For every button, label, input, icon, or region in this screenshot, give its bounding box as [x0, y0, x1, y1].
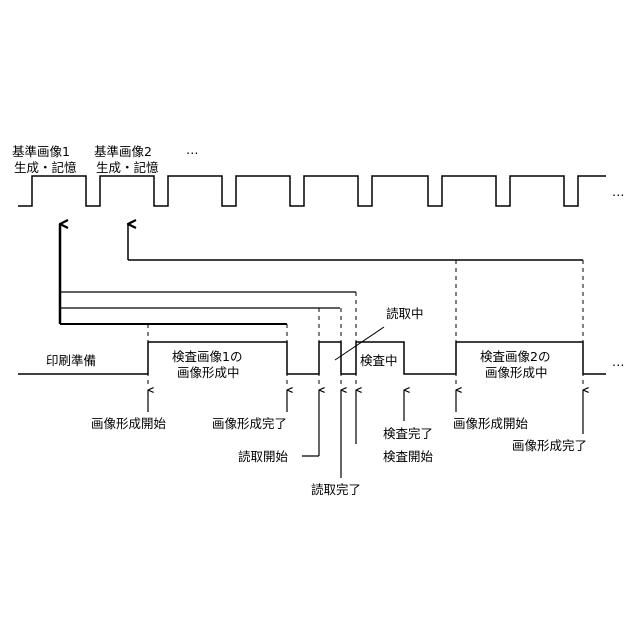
- reference-pulse1-label-line2: 生成・記憶: [14, 160, 77, 175]
- inspect-start-label: 検査開始: [383, 449, 434, 464]
- reference-signal: 基準画像1 生成・記憶 基準画像2 生成・記憶 … …: [12, 142, 625, 206]
- inspection-image1-forming-line1: 検査画像1の: [172, 349, 242, 364]
- reading-callout-label: 読取中: [386, 306, 424, 321]
- reference-end-ellipsis: …: [612, 184, 625, 199]
- inspection-image2-forming-line1: 検査画像2の: [480, 349, 550, 364]
- event-arrows: [148, 390, 583, 478]
- inspect-end-label: 検査完了: [383, 426, 433, 441]
- reference-links: [60, 224, 583, 324]
- reference-top-ellipsis: …: [186, 142, 199, 157]
- read-end-label: 読取完了: [311, 482, 361, 497]
- inspecting-label: 検査中: [360, 353, 398, 368]
- form-end-1-label: 画像形成完了: [212, 416, 287, 431]
- event-labels: 画像形成開始 画像形成完了 読取開始 読取完了 検査完了 検査開始 画像形成開始…: [91, 416, 587, 497]
- inspection-image2-forming-line2: 画像形成中: [485, 365, 548, 380]
- process-signal: 印刷準備 検査画像1の 画像形成中 検査中 検査画像2の 画像形成中 読取中 …: [18, 306, 625, 380]
- form-start-1-label: 画像形成開始: [91, 416, 167, 431]
- print-preparation-label: 印刷準備: [46, 353, 96, 368]
- read-start-label: 読取開始: [238, 449, 289, 464]
- inspection-image1-forming-line2: 画像形成中: [177, 365, 240, 380]
- form-end-2-label: 画像形成完了: [512, 438, 587, 453]
- reference-pulse1-label-line1: 基準画像1: [12, 144, 70, 159]
- reference-pulse2-label-line2: 生成・記憶: [96, 160, 159, 175]
- reference-waveform: [18, 176, 606, 206]
- form-start-2-label: 画像形成開始: [453, 416, 529, 431]
- reference-pulse2-label-line1: 基準画像2: [94, 144, 152, 159]
- process-end-ellipsis: …: [612, 354, 625, 369]
